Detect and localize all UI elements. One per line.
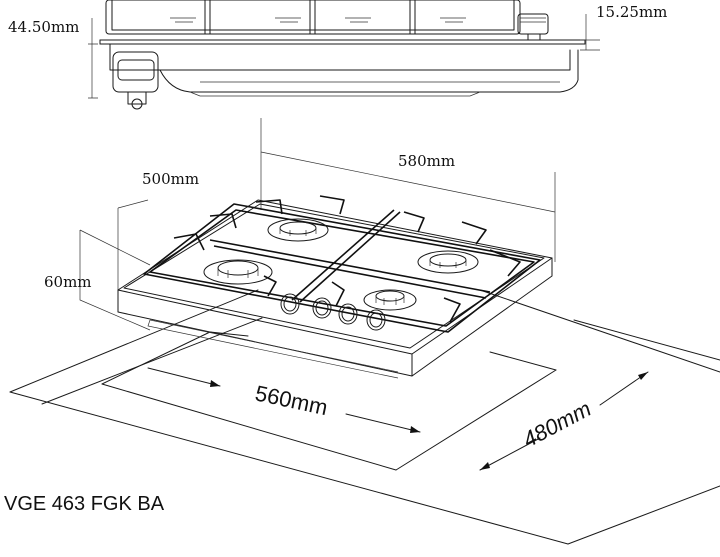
side-knob: [517, 13, 549, 41]
burners: [203, 218, 479, 311]
control-knobs: [280, 293, 386, 331]
dim-knob-height: 15.25mm: [580, 3, 667, 51]
burner-rear-right: [417, 250, 479, 274]
depth-label: 500mm: [142, 170, 199, 188]
cutout: [101, 331, 557, 471]
cutout-width-label: 560mm: [253, 380, 330, 420]
hob-dimensions: 500mm 580mm 60mm: [44, 152, 455, 291]
burner-front-left: [203, 259, 273, 285]
model-name: VGE 463 FGK BA: [4, 493, 165, 515]
construction-lines: [79, 118, 556, 331]
pan-supports: [105, 0, 521, 35]
height-label: 60mm: [44, 273, 92, 291]
burner-front-right: [363, 289, 417, 311]
side-height-label: 44.50mm: [8, 18, 79, 36]
width-label: 580mm: [398, 152, 455, 170]
knob-height-label: 15.25mm: [596, 3, 667, 21]
top-plate: [99, 39, 586, 45]
knob-2: [312, 297, 332, 319]
knob-3: [338, 303, 358, 325]
side-body: [109, 43, 579, 97]
burner-rear-left: [267, 218, 329, 242]
dim-side-height: 44.50mm: [8, 18, 98, 99]
gas-connector: [112, 51, 159, 110]
countertop: [9, 289, 720, 545]
side-view: 44.50mm 15.25mm: [8, 0, 667, 110]
knob-1: [280, 293, 300, 315]
pan-support-grid: [143, 195, 541, 333]
cutout-depth-label: 480mm: [519, 396, 596, 453]
knob-4: [366, 309, 386, 331]
hob-body: [117, 199, 553, 379]
